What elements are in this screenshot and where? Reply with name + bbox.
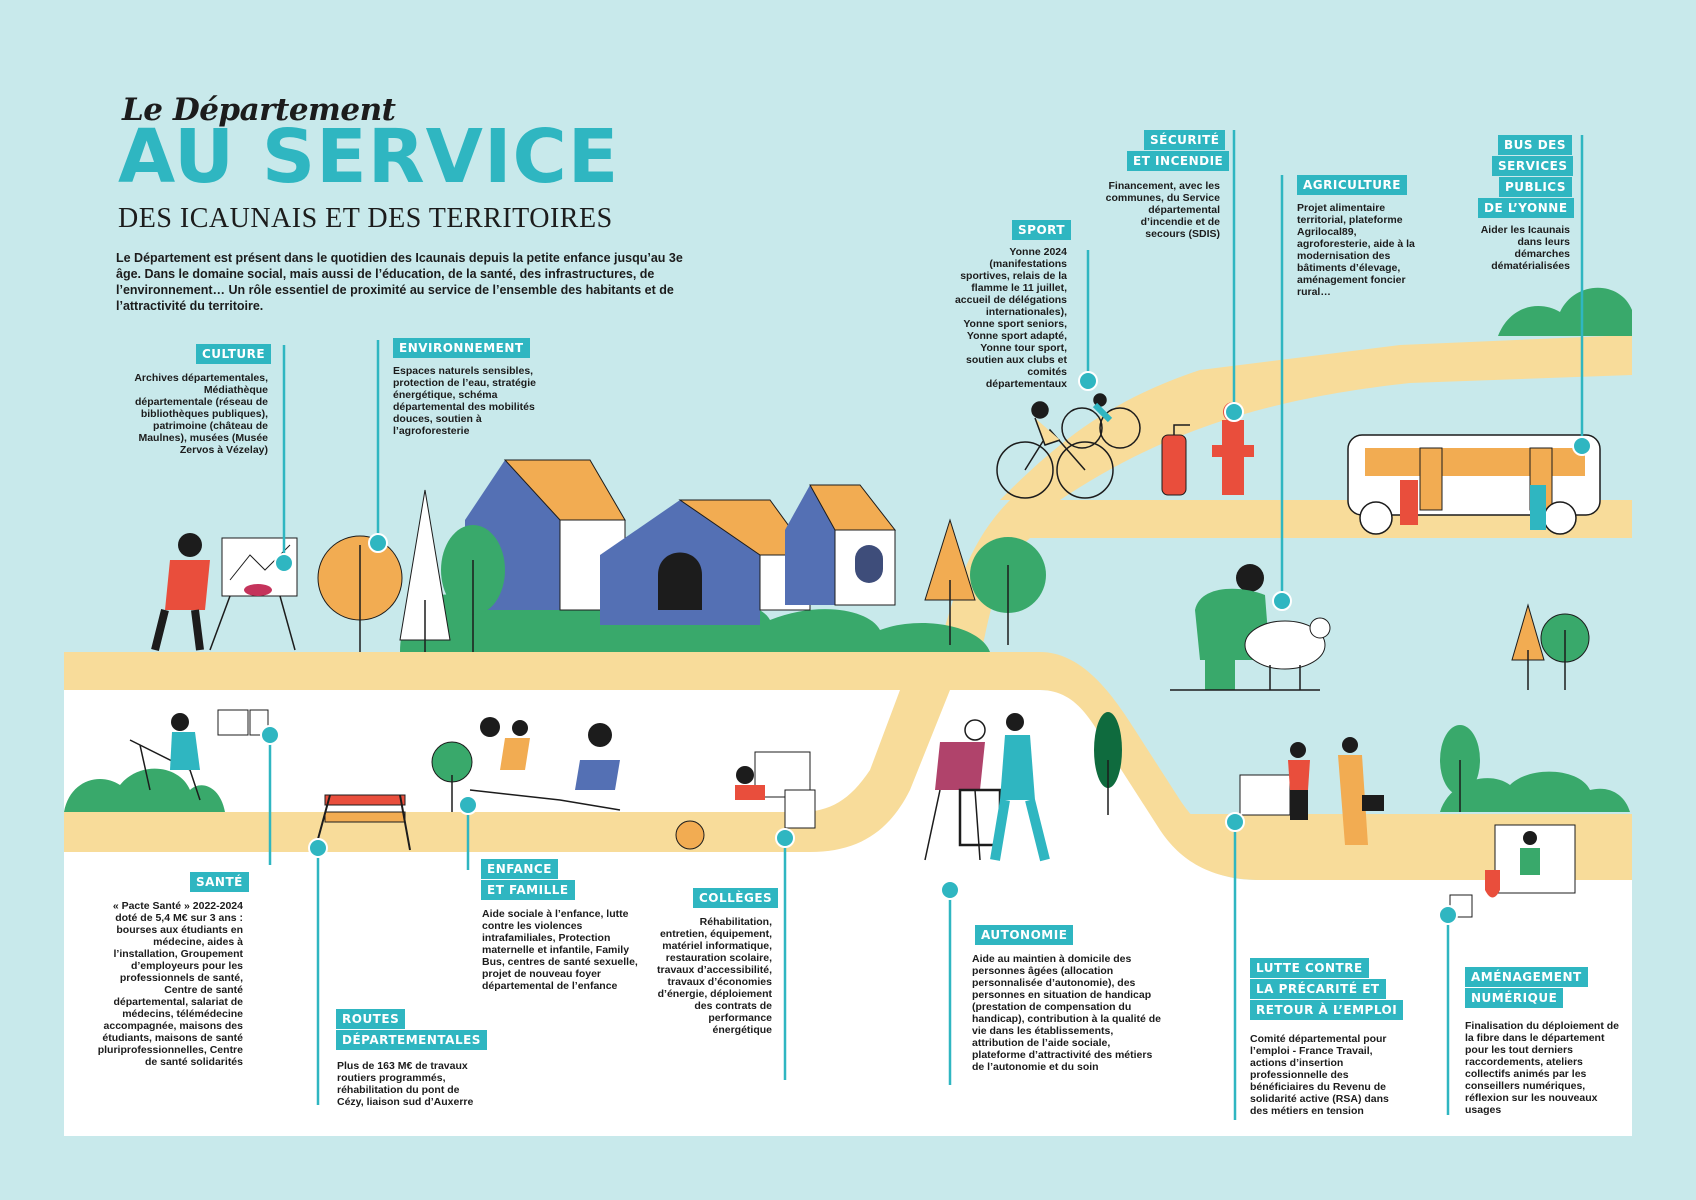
tag-colleges: COLLÈGES	[693, 888, 779, 908]
tag-bus-3: PUBLICS	[1499, 177, 1572, 197]
tag-precarite-2: LA PRÉCARITÉ ET	[1250, 979, 1386, 999]
health-illustration	[129, 709, 269, 801]
text-routes: Plus de 163 M€ de travaux routiers progr…	[337, 1060, 474, 1108]
painter-illustration	[151, 533, 298, 651]
connector-dots	[260, 371, 1592, 925]
farmer-illustration	[1170, 564, 1331, 691]
text-enfance: Aide sociale à l’enfance, lutte contre l…	[482, 908, 638, 992]
trees	[317, 489, 1590, 815]
college-illustration	[675, 751, 816, 850]
tag-autonomie: AUTONOMIE	[975, 925, 1074, 945]
page-subtitle: DES ICAUNAIS ET DES TERRITOIRES	[118, 203, 613, 234]
text-numerique: Finalisation du déploiement de la fibre …	[1465, 1020, 1620, 1116]
tag-numerique-1: AMÉNAGEMENT	[1465, 967, 1588, 987]
tag-bus-4: DE L’YONNE	[1478, 198, 1574, 218]
text-precarite: Comité départemental pour l’emploi - Fra…	[1250, 1033, 1389, 1117]
text-bus: Aider les Icaunais dans leurs démarches …	[1480, 224, 1570, 272]
text-securite: Financement, avec les communes, du Servi…	[1105, 180, 1220, 240]
text-autonomie: Aide au maintien à domicile des personne…	[972, 953, 1162, 1073]
title-small: Le Département	[122, 92, 396, 128]
tag-sport: SPORT	[1012, 220, 1072, 240]
text-agriculture: Projet alimentaire territorial, platefor…	[1297, 202, 1415, 298]
tag-enfance-2: ET FAMILLE	[481, 880, 575, 900]
text-colleges: Réhabilitation, entretien, équipement, m…	[657, 916, 772, 1036]
tag-routes-2: DÉPARTEMENTALES	[336, 1030, 487, 1050]
cyclists-illustration	[996, 393, 1141, 499]
tag-enfance-1: ENFANCE	[481, 859, 558, 879]
bus-illustration	[1347, 434, 1601, 535]
text-sante: « Pacte Santé » 2022-2024 doté de 5,4 M€…	[97, 900, 243, 1068]
page-title: AU SERVICE	[118, 114, 620, 200]
tag-precarite-1: LUTTE CONTRE	[1250, 958, 1369, 978]
text-sport: Yonne 2024 (manifestations sportives, re…	[954, 246, 1067, 390]
text-environnement: Espaces naturels sensibles, protection d…	[393, 365, 536, 437]
tag-routes-1: ROUTES	[336, 1009, 406, 1029]
fire-equipment	[1161, 402, 1254, 496]
tag-bus-1: BUS DES	[1498, 135, 1573, 155]
intro-paragraph: Le Département est présent dans le quoti…	[116, 251, 683, 313]
tag-agriculture: AGRICULTURE	[1297, 175, 1407, 195]
employment-illustration	[1239, 737, 1384, 845]
lower-ground	[64, 690, 1632, 1136]
text-culture: Archives départementales, Médiathèque dé…	[134, 372, 268, 456]
tag-precarite-3: RETOUR À L’EMPLOI	[1250, 1000, 1404, 1020]
tag-bus-2: SERVICES	[1492, 156, 1574, 176]
tag-securite-1: SÉCURITÉ	[1144, 130, 1226, 150]
tag-culture: CULTURE	[196, 344, 272, 364]
houses	[465, 459, 897, 625]
tag-securite-2: ET INCENDIE	[1127, 151, 1230, 171]
tag-environnement: ENVIRONNEMENT	[393, 338, 530, 358]
connector-lines	[268, 130, 1584, 1120]
autonomy-illustration	[924, 713, 1050, 862]
tag-sante: SANTÉ	[190, 872, 249, 892]
tag-numerique-2: NUMÉRIQUE	[1465, 988, 1564, 1008]
family-illustration	[469, 717, 621, 811]
